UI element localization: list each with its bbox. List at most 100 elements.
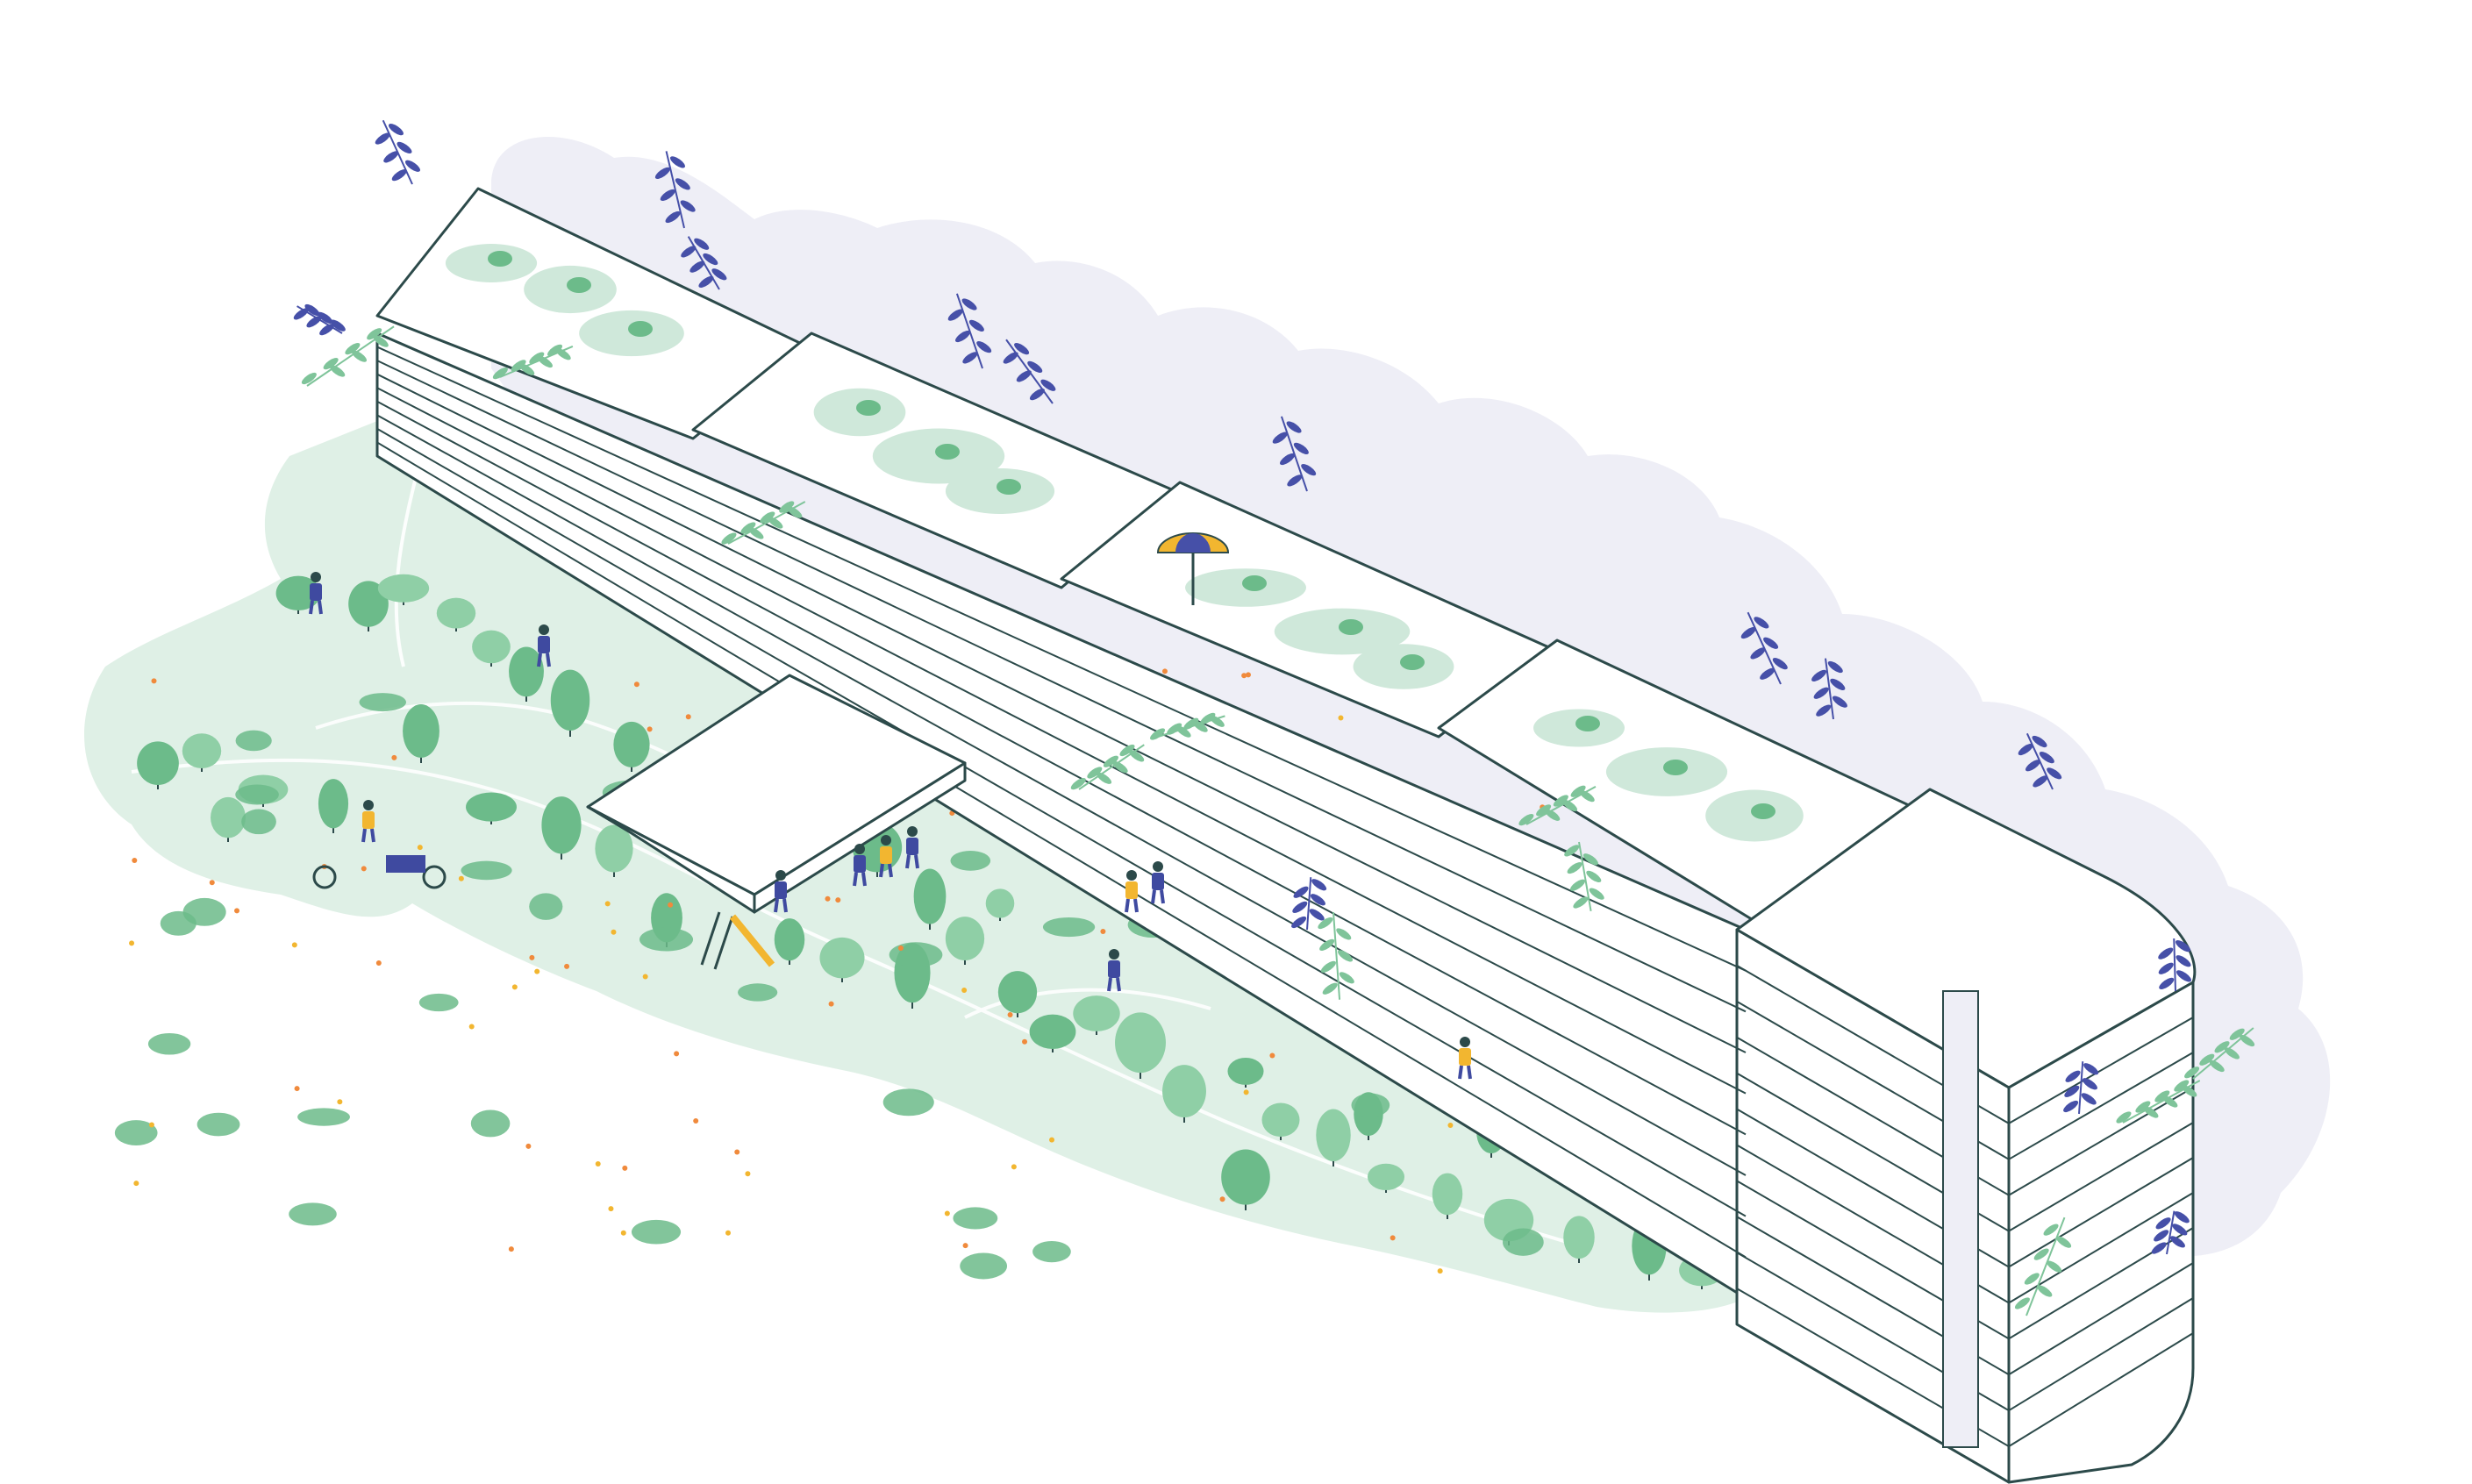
floor-lines [376, 346, 2194, 1448]
leaf [680, 200, 696, 212]
trees [114, 574, 1725, 1289]
leaf [2162, 1095, 2178, 1108]
leaf [375, 132, 390, 145]
flower [375, 960, 382, 967]
person-head [1109, 949, 1119, 960]
person-leg [318, 600, 323, 615]
leaf [1280, 453, 1296, 466]
leaf [330, 319, 346, 332]
flower [564, 963, 570, 969]
leaf [391, 169, 407, 182]
flower [1100, 929, 1106, 935]
flower [1447, 1123, 1454, 1129]
tree [318, 779, 349, 833]
vine [1003, 339, 1056, 404]
tree [211, 796, 246, 842]
roof-shrub [628, 321, 653, 337]
flower [825, 895, 831, 902]
tree [436, 597, 476, 631]
flower [642, 974, 648, 980]
leaf [397, 141, 412, 154]
person-body [310, 583, 322, 601]
person [853, 844, 867, 887]
leaf [1570, 785, 1586, 797]
shrub [882, 1088, 934, 1117]
tree-crown [348, 581, 389, 627]
leaves [293, 119, 2255, 1316]
person-head [363, 800, 374, 810]
people [309, 572, 1472, 1080]
shrub [359, 693, 406, 712]
leaf [721, 532, 737, 545]
flower [725, 1230, 731, 1236]
person-body [880, 846, 892, 864]
flower [604, 901, 611, 907]
leaf [2224, 1047, 2240, 1059]
leaf [1183, 717, 1199, 730]
leaf [703, 253, 718, 266]
leaf [1003, 352, 1018, 364]
leaf [2032, 735, 2047, 748]
shrub [639, 927, 694, 952]
vine-stem [1280, 416, 1308, 492]
leaf [2174, 1211, 2190, 1224]
vine [1518, 785, 1597, 826]
flower [1007, 1011, 1013, 1017]
flower [391, 754, 397, 760]
vine [492, 344, 574, 380]
vine [2151, 1210, 2190, 1255]
vine [721, 501, 806, 545]
person [1125, 870, 1139, 913]
person-head [881, 835, 891, 845]
roof-shrub [1400, 654, 1425, 670]
person-head [854, 844, 865, 854]
roof-shrub [997, 479, 1021, 495]
vine-stem [665, 151, 685, 229]
tree-crown [182, 733, 222, 769]
leaf [2155, 1217, 2171, 1230]
leaf [2172, 1224, 2188, 1236]
roof-shrub [1339, 619, 1363, 635]
tree [550, 669, 590, 737]
tree-crown [1162, 1065, 1206, 1118]
vine-stem [2166, 1210, 2176, 1255]
vine [2014, 1216, 2072, 1316]
shrub [196, 1112, 240, 1137]
leaf [492, 367, 508, 380]
tower-curve-line [2008, 1052, 2194, 1160]
leaf [529, 352, 545, 364]
leaf [1070, 778, 1086, 790]
tree [1029, 1014, 1076, 1052]
flower [1241, 673, 1247, 679]
leaf [1583, 853, 1598, 866]
person-body [1459, 1048, 1471, 1066]
tree [913, 868, 947, 930]
shrub [147, 1032, 191, 1055]
leaf [962, 352, 978, 364]
tree [985, 888, 1015, 921]
person-body [775, 881, 787, 899]
shrub [418, 993, 459, 1012]
flower [133, 1181, 139, 1187]
leaf [2158, 962, 2174, 974]
vine [1291, 877, 1327, 931]
tree-crown [275, 575, 321, 611]
flower [620, 1230, 626, 1236]
flower [529, 954, 535, 960]
shrub [953, 1207, 998, 1230]
person [309, 572, 323, 615]
leaf [345, 343, 361, 355]
leaf [2033, 775, 2048, 788]
leaf [1014, 343, 1030, 355]
leaf [2175, 939, 2191, 952]
flower [234, 908, 240, 914]
shrub [289, 1202, 337, 1226]
leaf [675, 178, 690, 190]
floor-line [376, 441, 1747, 1259]
tree [1432, 1173, 1463, 1219]
leaf [654, 167, 670, 180]
person-leg [1107, 977, 1112, 992]
person [361, 800, 375, 843]
tree-crown [1073, 995, 1120, 1031]
leaf [2159, 977, 2175, 990]
